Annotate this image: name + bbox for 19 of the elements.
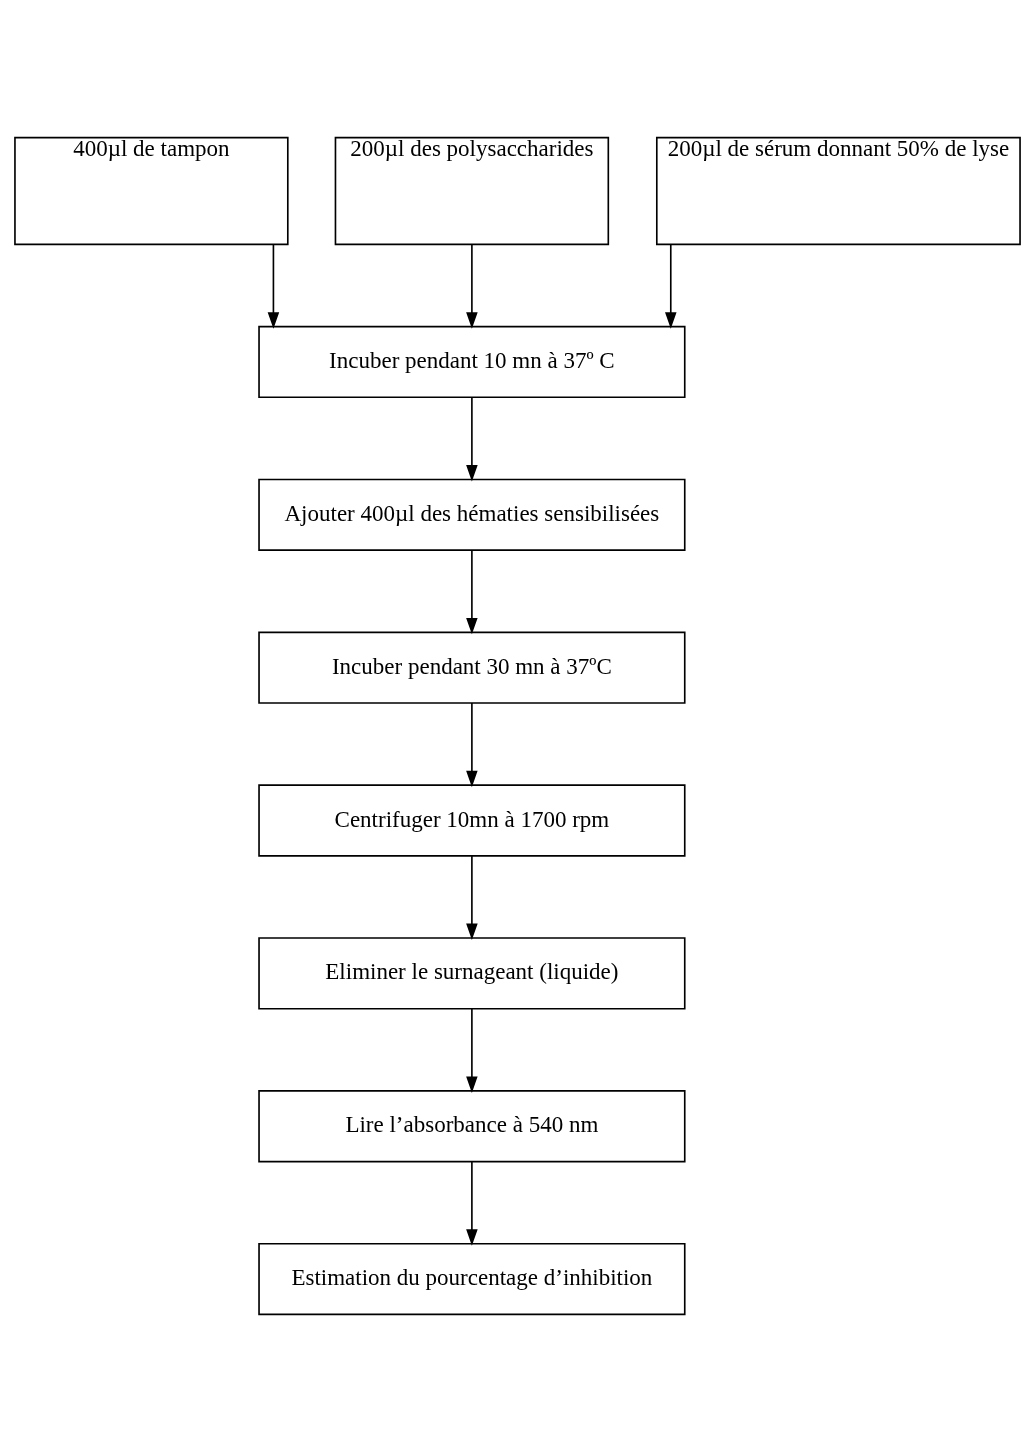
node-box: Estimation du pourcentage d’inhibition — [258, 1242, 686, 1316]
arrow — [466, 1008, 478, 1093]
arrow — [466, 1160, 478, 1246]
node-box: 200µl des polysaccharides — [334, 136, 610, 246]
node-box: Incuber pendant 30 mn à 37ºC — [258, 631, 686, 704]
node-box: Centrifuger 10mn à 1700 rpm — [258, 784, 686, 857]
arrow — [466, 396, 478, 482]
arrow — [665, 243, 677, 329]
node-box: Eliminer le surnageant (liquide) — [258, 937, 686, 1010]
arrow — [466, 549, 478, 635]
arrow — [466, 702, 478, 788]
arrow — [466, 855, 478, 941]
node-box: Lire l’absorbance à 540 nm — [258, 1090, 686, 1163]
node-box: 200µl de sérum donnant 50% de lyse — [655, 136, 1021, 246]
node-box: Ajouter 400µl des hématies sensibilisées — [258, 478, 686, 551]
arrow — [267, 243, 280, 329]
arrow — [466, 243, 478, 329]
node-box: Incuber pendant 10 mn à 37º C — [258, 325, 686, 399]
node-box: 400µl de tampon — [14, 136, 289, 246]
